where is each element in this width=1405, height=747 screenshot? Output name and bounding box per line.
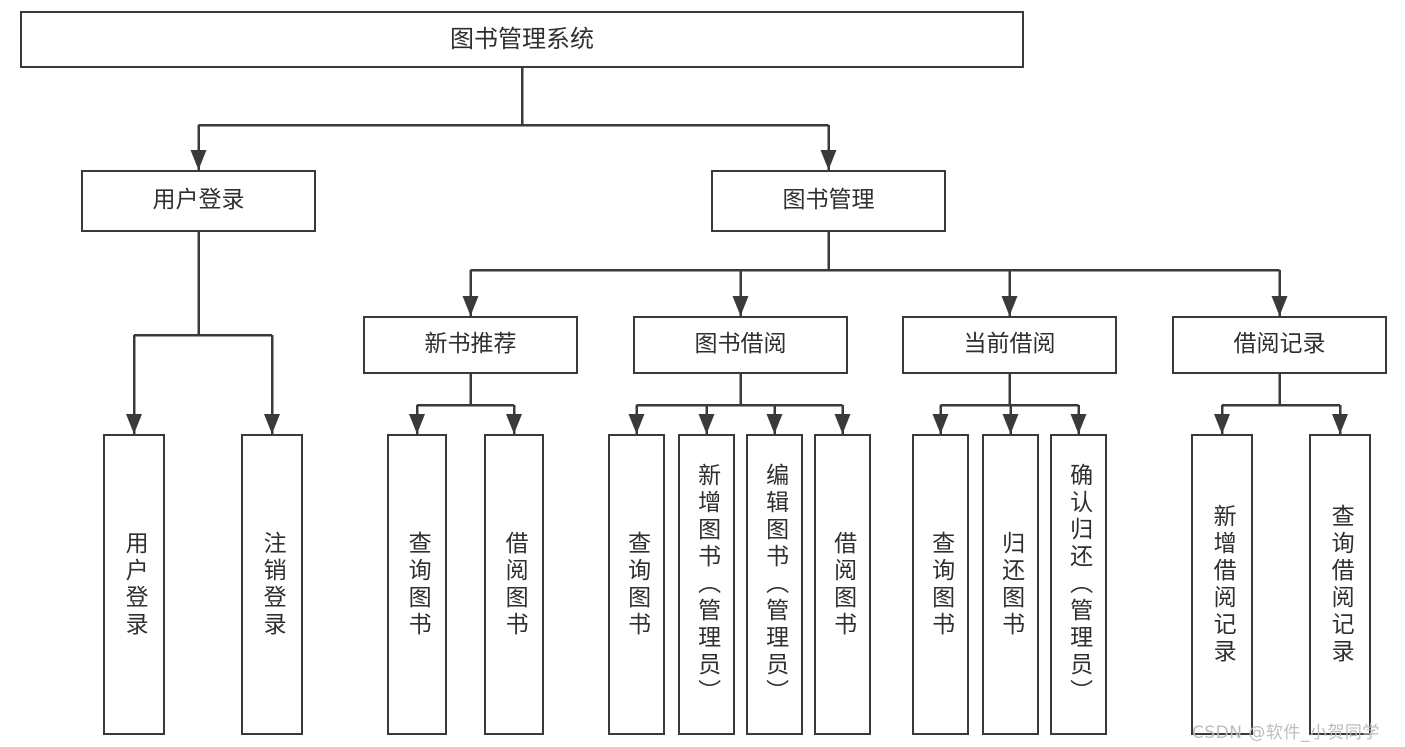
node-label: 借阅图书 <box>501 530 528 639</box>
node-label: 图书借阅 <box>694 331 787 358</box>
node-leaf-query-book-1: 查询图书 <box>387 434 447 735</box>
arrow-head-current_borrow-0 <box>932 414 949 434</box>
arrow-head-book_manage-1 <box>732 296 749 316</box>
node-label: 查询图书 <box>623 530 650 639</box>
arrow-head-book_manage-2 <box>1001 296 1018 316</box>
arrow-head-borrow_record-1 <box>1332 414 1348 434</box>
node-leaf-add-book: 新增图书（管理员） <box>678 434 735 735</box>
node-current-borrow: 当前借阅 <box>902 316 1117 374</box>
arrow-head-book_manage-0 <box>462 296 479 316</box>
node-leaf-query-book-2: 查询图书 <box>608 434 665 735</box>
node-label: 归还图书 <box>997 530 1024 639</box>
node-label: 图书管理系统 <box>450 25 594 54</box>
node-leaf-query-record: 查询借阅记录 <box>1309 434 1371 735</box>
arrow-head-new_book_rec-0 <box>409 414 425 434</box>
node-label: 确认归还（管理员） <box>1065 463 1092 706</box>
arrow-head-book_borrow-1 <box>698 414 715 434</box>
node-label: 用户登录 <box>121 530 148 639</box>
arrow-head-new_book_rec-1 <box>506 414 522 434</box>
node-label: 当前借阅 <box>963 331 1056 358</box>
node-leaf-return-book: 归还图书 <box>982 434 1039 735</box>
node-leaf-borrow-book-1: 借阅图书 <box>484 434 544 735</box>
node-label: 新书推荐 <box>424 331 517 358</box>
node-label: 注销登录 <box>259 530 286 639</box>
node-leaf-user-login: 用户登录 <box>103 434 165 735</box>
arrow-head-user_login-1 <box>264 414 280 434</box>
node-label: 新增借阅记录 <box>1209 503 1236 666</box>
arrow-head-book_borrow-3 <box>834 414 851 434</box>
node-borrow-record: 借阅记录 <box>1172 316 1387 374</box>
arrow-head-current_borrow-1 <box>1002 414 1019 434</box>
node-label: 查询借阅记录 <box>1327 503 1354 666</box>
arrow-head-root-0 <box>190 150 207 170</box>
arrow-head-borrow_record-0 <box>1214 414 1230 434</box>
node-leaf-add-record: 新增借阅记录 <box>1191 434 1253 735</box>
arrow-head-book_borrow-2 <box>766 414 783 434</box>
node-label: 借阅记录 <box>1233 331 1326 358</box>
arrow-head-current_borrow-2 <box>1070 414 1087 434</box>
node-leaf-query-book-3: 查询图书 <box>912 434 969 735</box>
node-leaf-logout: 注销登录 <box>241 434 303 735</box>
arrow-head-user_login-0 <box>126 414 142 434</box>
arrow-head-root-1 <box>820 150 837 170</box>
node-root: 图书管理系统 <box>20 11 1024 68</box>
node-leaf-borrow-book-2: 借阅图书 <box>814 434 871 735</box>
node-book-manage: 图书管理 <box>711 170 946 232</box>
arrow-head-book_manage-3 <box>1271 296 1288 316</box>
node-label: 新增图书（管理员） <box>693 463 720 706</box>
node-book-borrow: 图书借阅 <box>633 316 848 374</box>
node-label: 编辑图书（管理员） <box>761 463 788 706</box>
node-label: 查询图书 <box>404 530 431 639</box>
node-leaf-confirm-return: 确认归还（管理员） <box>1050 434 1107 735</box>
node-label: 用户登录 <box>152 187 245 214</box>
node-label: 图书管理 <box>782 187 875 214</box>
node-label: 借阅图书 <box>829 530 856 639</box>
node-new-book-rec: 新书推荐 <box>363 316 578 374</box>
node-user-login: 用户登录 <box>81 170 316 232</box>
node-label: 查询图书 <box>927 530 954 639</box>
arrow-head-book_borrow-0 <box>628 414 645 434</box>
node-leaf-edit-book: 编辑图书（管理员） <box>746 434 803 735</box>
